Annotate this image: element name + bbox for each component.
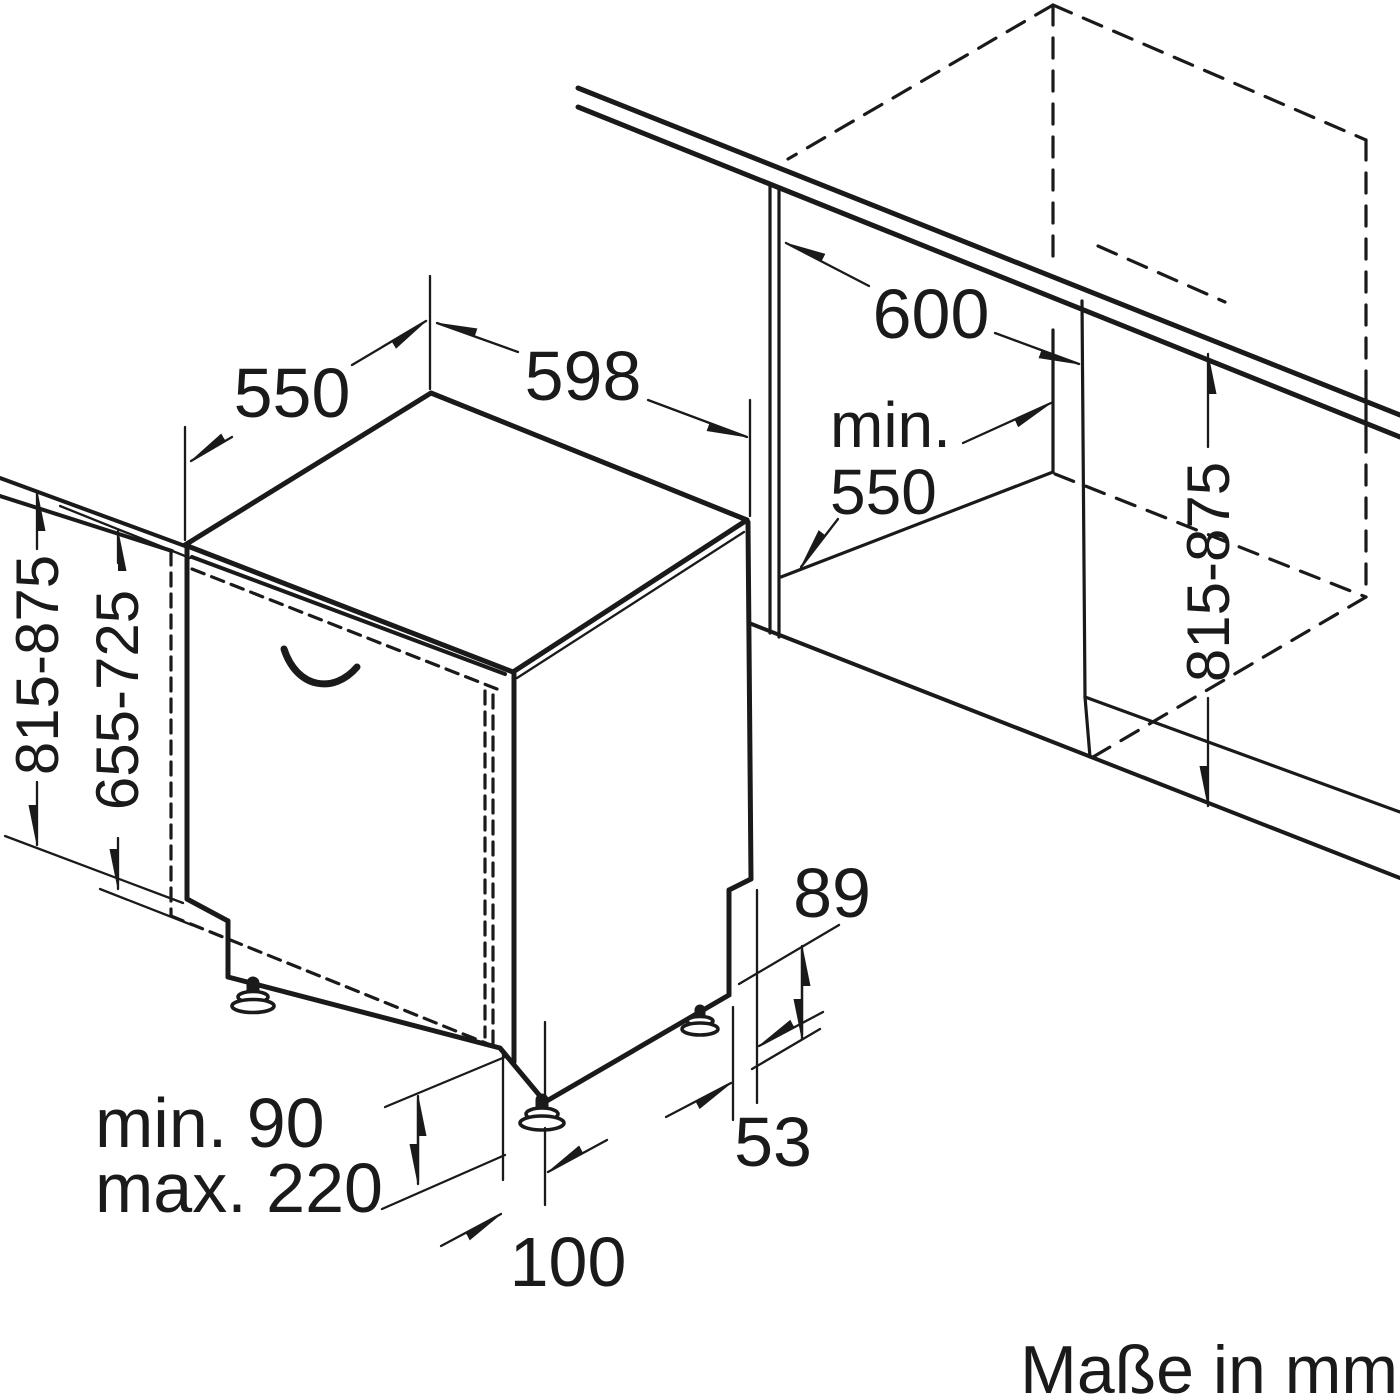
dimension-89: 89 — [737, 854, 871, 1071]
dimension-815-875-left: 815-875 — [3, 491, 185, 905]
dimension-100: 100 — [439, 1020, 627, 1301]
worktop — [0, 85, 1400, 553]
cabinet-wireframe — [786, 3, 1368, 759]
niche-structure — [747, 182, 1400, 880]
dim-label-815-875-left: 815-875 — [4, 555, 71, 775]
dim-label-max-220: max. 220 — [95, 1149, 383, 1227]
dim-label-815-875-right: 815-875 — [1175, 462, 1242, 682]
dimension-815-875-right: 815-875 — [1175, 354, 1242, 806]
dim-label-655-725: 655-725 — [84, 590, 151, 810]
dimension-598: 598 — [437, 321, 752, 518]
dimension-min550: min. 550 — [801, 389, 1051, 567]
dim-label-600: 600 — [873, 275, 990, 353]
appliance-feet — [230, 976, 720, 1132]
dim-label-53: 53 — [734, 1103, 812, 1181]
door-panel-dashed — [169, 550, 499, 1048]
dim-label-550: 550 — [234, 354, 351, 432]
dim-label-100: 100 — [510, 1223, 627, 1301]
dim-label-89: 89 — [793, 854, 871, 932]
dim-label-min550-line2: 550 — [830, 456, 937, 528]
dimension-plinth-height: min. 90 max. 220 — [95, 1055, 507, 1227]
dim-label-min-90: min. 90 — [95, 1084, 325, 1162]
dimension-53: 53 — [664, 888, 825, 1181]
units-note: Maße in mm — [1020, 1332, 1398, 1400]
door-handle — [280, 645, 361, 688]
dimension-550: 550 — [183, 274, 432, 542]
dim-label-min550-line1: min. — [830, 389, 951, 461]
dimension-655-725: 655-725 — [58, 504, 194, 927]
dimension-600: 600 — [786, 241, 1079, 366]
dim-label-598: 598 — [525, 337, 642, 415]
dishwasher-outline — [182, 390, 754, 1105]
